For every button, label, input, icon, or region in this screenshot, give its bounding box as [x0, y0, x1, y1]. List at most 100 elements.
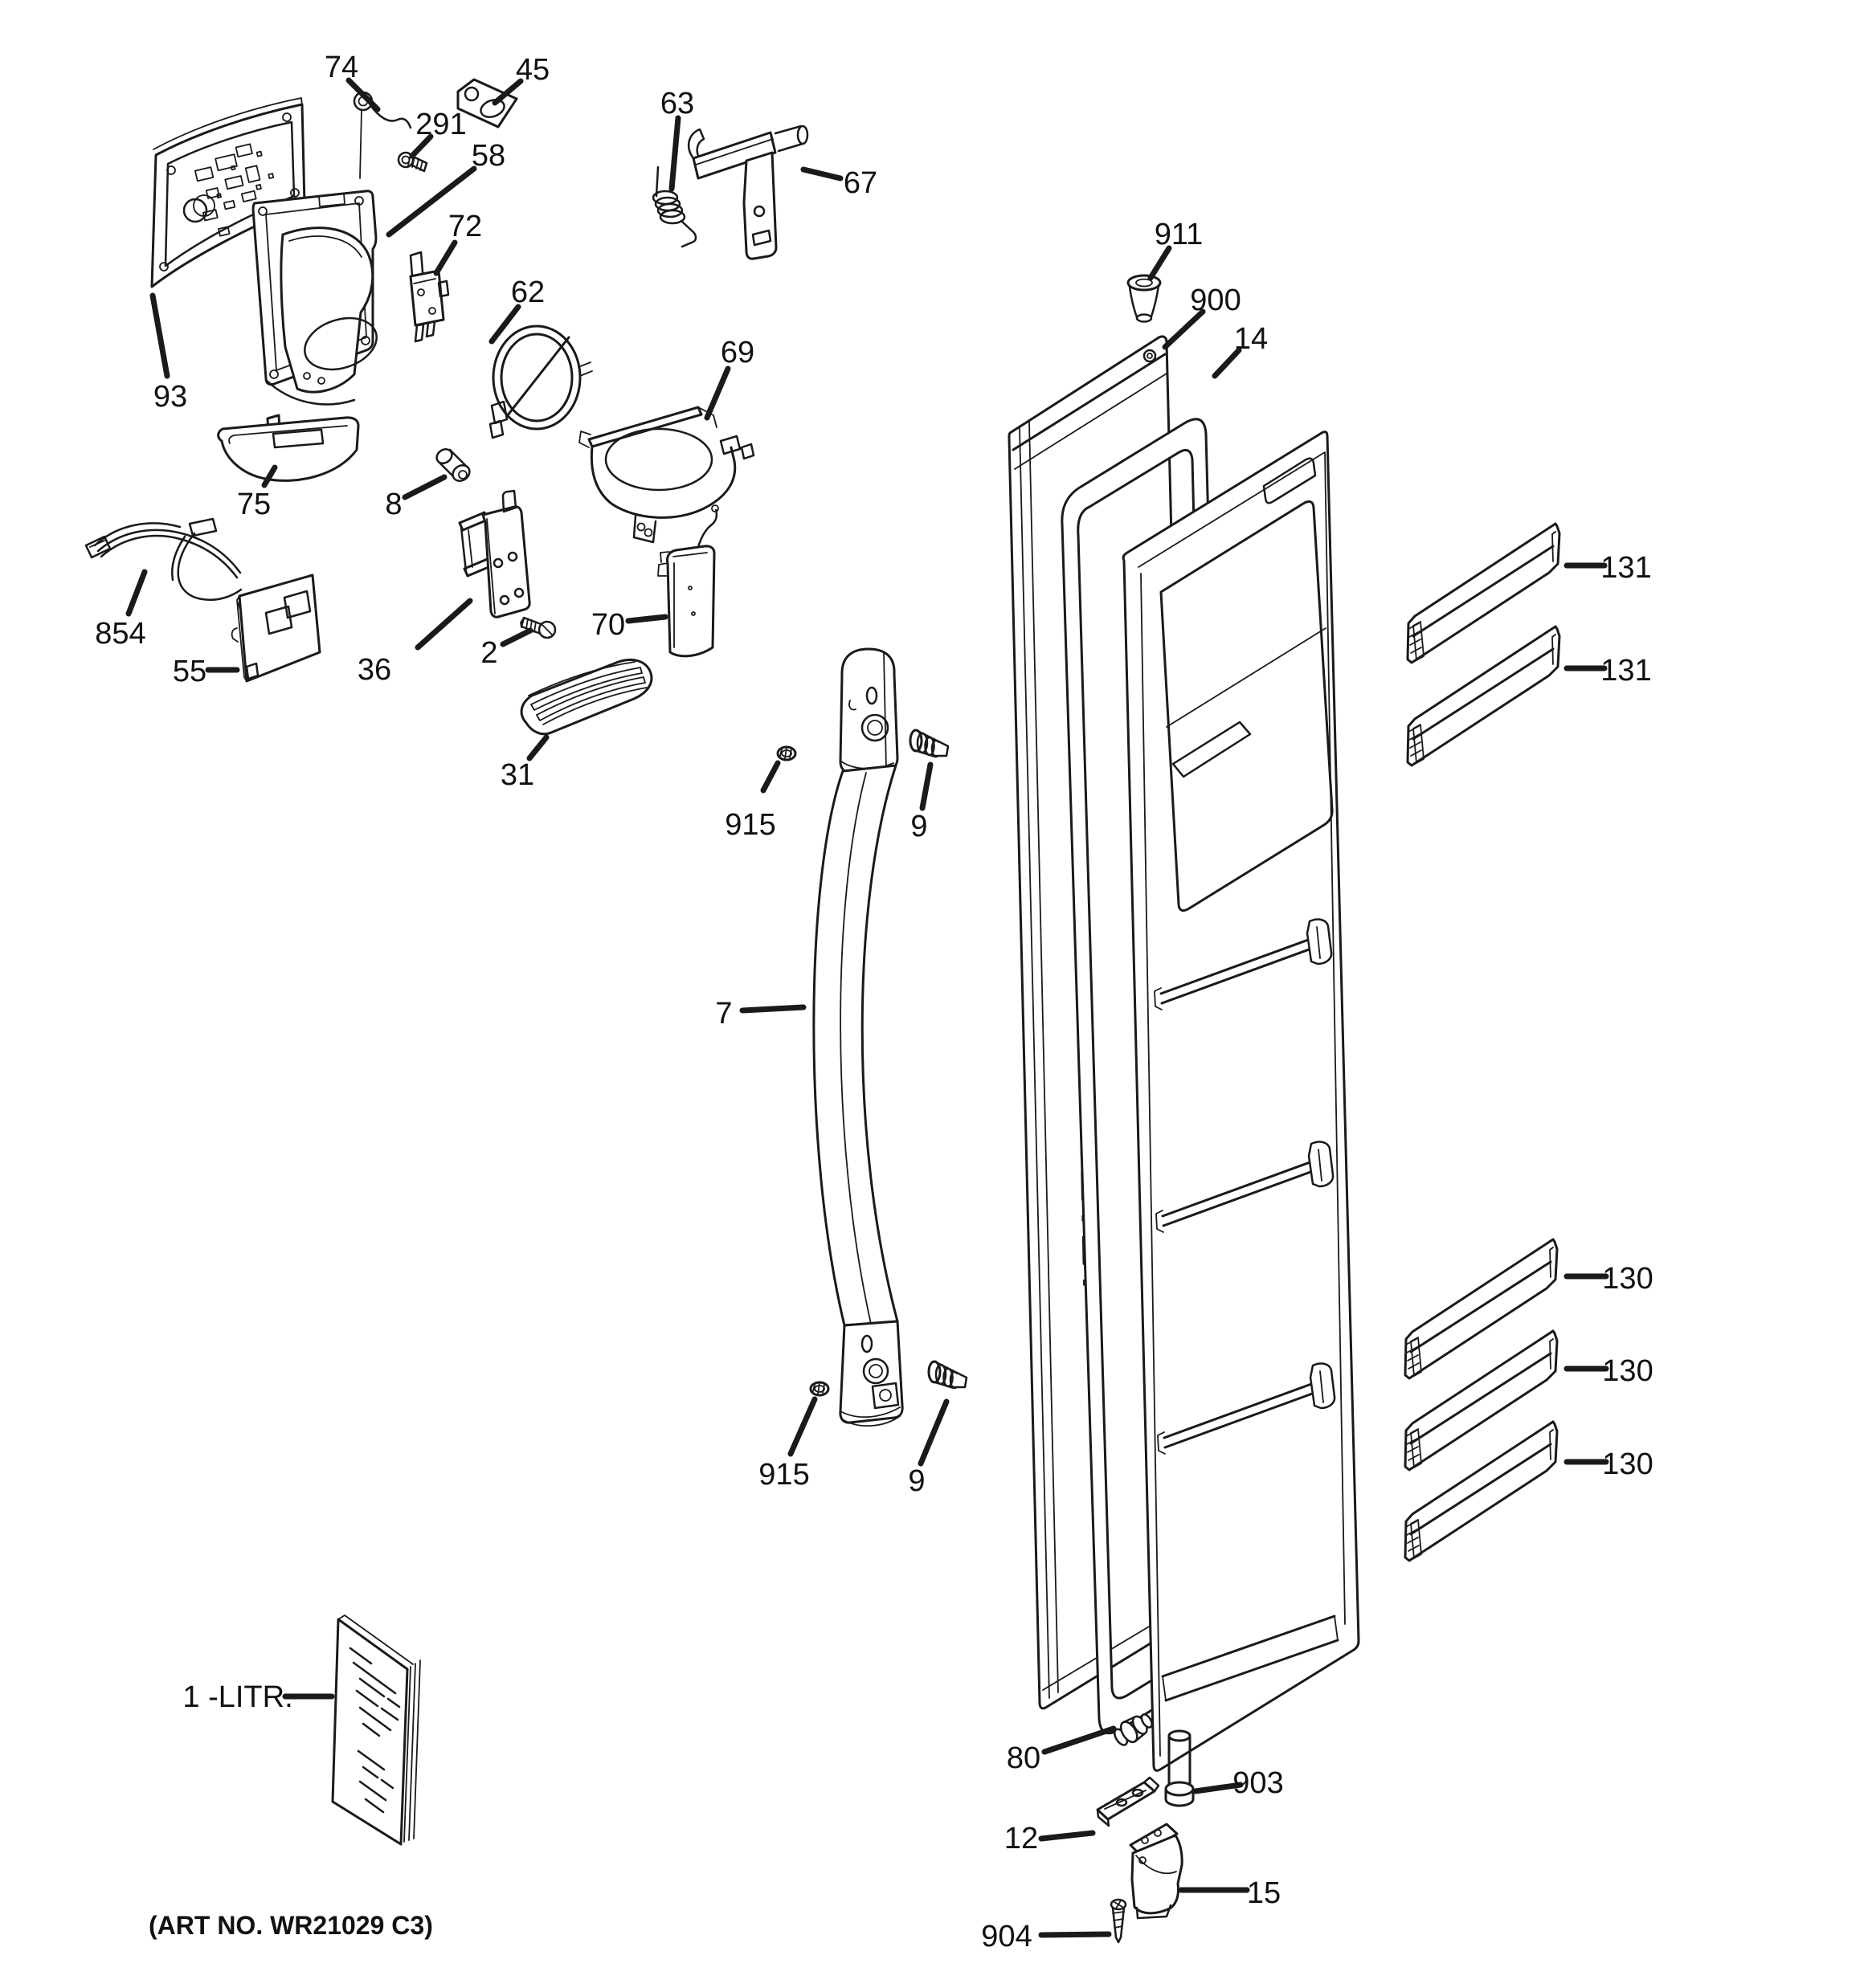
- part-label-69: 69: [704, 336, 754, 421]
- leader-line: [402, 474, 448, 500]
- part-label-31: 31: [501, 734, 550, 792]
- leader-line: [125, 569, 148, 617]
- part-label-9: 9: [910, 761, 934, 843]
- leader-line: [918, 1398, 950, 1467]
- part-label-63: 63: [660, 87, 694, 192]
- part-number-text: 911: [1155, 218, 1204, 251]
- part-number-text: 903: [1232, 1766, 1283, 1800]
- part-number-text: 131: [1600, 551, 1651, 585]
- spring-63: [652, 165, 697, 248]
- part-number-text: 72: [448, 210, 482, 243]
- part-label-70: 70: [591, 608, 668, 642]
- hinge-bracket-36: [458, 489, 531, 618]
- shield-70: [657, 504, 719, 658]
- grommet-915-top: [776, 745, 797, 761]
- part-number-text: 904: [981, 1920, 1032, 1953]
- screw-2: [520, 616, 557, 639]
- part-number-text: 15: [1247, 1876, 1281, 1910]
- part-number-text: 67: [844, 166, 877, 200]
- part-number-text: 70: [591, 608, 625, 642]
- part-label-80: 80: [1007, 1725, 1117, 1775]
- shoulder-screw-9-bottom: [927, 1360, 968, 1390]
- leader-line: [1192, 1782, 1244, 1794]
- dispenser-recess-housing: [578, 406, 755, 544]
- part-number-text: 130: [1602, 1354, 1653, 1388]
- part-number-text: 900: [1190, 284, 1241, 317]
- dispenser-bezel: [488, 325, 593, 439]
- leader-line: [1038, 1830, 1096, 1842]
- mounting-bracket-45: [456, 78, 518, 129]
- part-number-text: 7: [715, 997, 732, 1031]
- part-label-93: 93: [149, 292, 187, 414]
- part-label-291: 291: [409, 108, 467, 159]
- part-number-text: 63: [660, 87, 694, 120]
- part-number-text: 130: [1602, 1447, 1653, 1481]
- interface-board: [231, 574, 321, 683]
- leader-line: [409, 133, 434, 159]
- grommet-915-bottom: [809, 1381, 830, 1397]
- dispenser-switch: [409, 251, 450, 343]
- part-number-text: 1 -LITR.: [182, 1680, 292, 1714]
- part-label-55: 55: [173, 655, 240, 688]
- part-number-text: 62: [511, 276, 545, 309]
- art-number: (ART NO. WR21029 C3): [149, 1911, 433, 1940]
- screw-904: [1110, 1898, 1127, 1944]
- dispenser-housing: [251, 190, 378, 406]
- part-label-911: 911: [1147, 218, 1204, 281]
- leader-line: [500, 627, 533, 647]
- part-label-74: 74: [325, 51, 381, 112]
- part-number-text: 131: [1600, 654, 1651, 688]
- leader-line: [386, 165, 477, 238]
- part-label-130: 130: [1563, 1262, 1653, 1296]
- part-label-1-LITR-: 1 -LITR.: [182, 1680, 335, 1714]
- part-label-900: 900: [1162, 284, 1241, 350]
- part-number-text: 854: [95, 617, 145, 651]
- dispenser-grille: [520, 659, 653, 736]
- part-label-58: 58: [386, 139, 505, 238]
- part-number-text: 130: [1602, 1262, 1653, 1296]
- leader-line: [800, 166, 844, 182]
- leader-line: [760, 760, 781, 794]
- leader-line: [345, 77, 381, 112]
- part-number-text: 55: [173, 655, 206, 688]
- part-label-36: 36: [358, 598, 473, 687]
- leader-line: [625, 614, 668, 624]
- part-label-75: 75: [237, 464, 278, 521]
- part-label-14: 14: [1212, 322, 1268, 379]
- part-label-903: 903: [1192, 1766, 1284, 1800]
- door-liner: [1122, 431, 1360, 1772]
- part-number-text: 9: [910, 810, 927, 843]
- drip-tray: [217, 414, 360, 482]
- leader-line: [704, 365, 731, 421]
- part-label-62: 62: [488, 276, 545, 345]
- leader-line: [433, 239, 458, 276]
- leader-line: [1162, 308, 1206, 350]
- part-number-text: 75: [237, 488, 271, 521]
- part-label-9: 9: [908, 1398, 950, 1498]
- leader-line: [668, 115, 681, 192]
- leader-line: [261, 464, 278, 488]
- part-number-text: 12: [1004, 1822, 1038, 1855]
- part-number-text: 80: [1007, 1741, 1040, 1775]
- water-funnel-911: [1126, 274, 1162, 323]
- part-number-text: 915: [725, 808, 775, 842]
- leader-line: [1041, 1725, 1117, 1755]
- part-label-2: 2: [480, 627, 533, 670]
- leader-line: [415, 598, 473, 651]
- leader-line: [1147, 245, 1172, 281]
- bottom-hinge-15: [1129, 1823, 1183, 1920]
- part-label-915: 915: [725, 760, 781, 842]
- part-number-text: 8: [385, 488, 402, 521]
- part-label-854: 854: [95, 569, 148, 651]
- leader-line: [488, 304, 521, 345]
- part-number-text: 915: [758, 1458, 809, 1492]
- leader-line: [1038, 1931, 1112, 1938]
- leader-line: [149, 292, 170, 379]
- literature-booklet: [331, 1614, 421, 1846]
- part-label-7: 7: [715, 997, 807, 1031]
- part-number-text: 14: [1234, 322, 1268, 356]
- part-number-text: 2: [480, 636, 497, 670]
- door-closure-roller: [1114, 1713, 1153, 1746]
- part-number-text: 9: [908, 1464, 925, 1498]
- part-label-904: 904: [981, 1920, 1112, 1953]
